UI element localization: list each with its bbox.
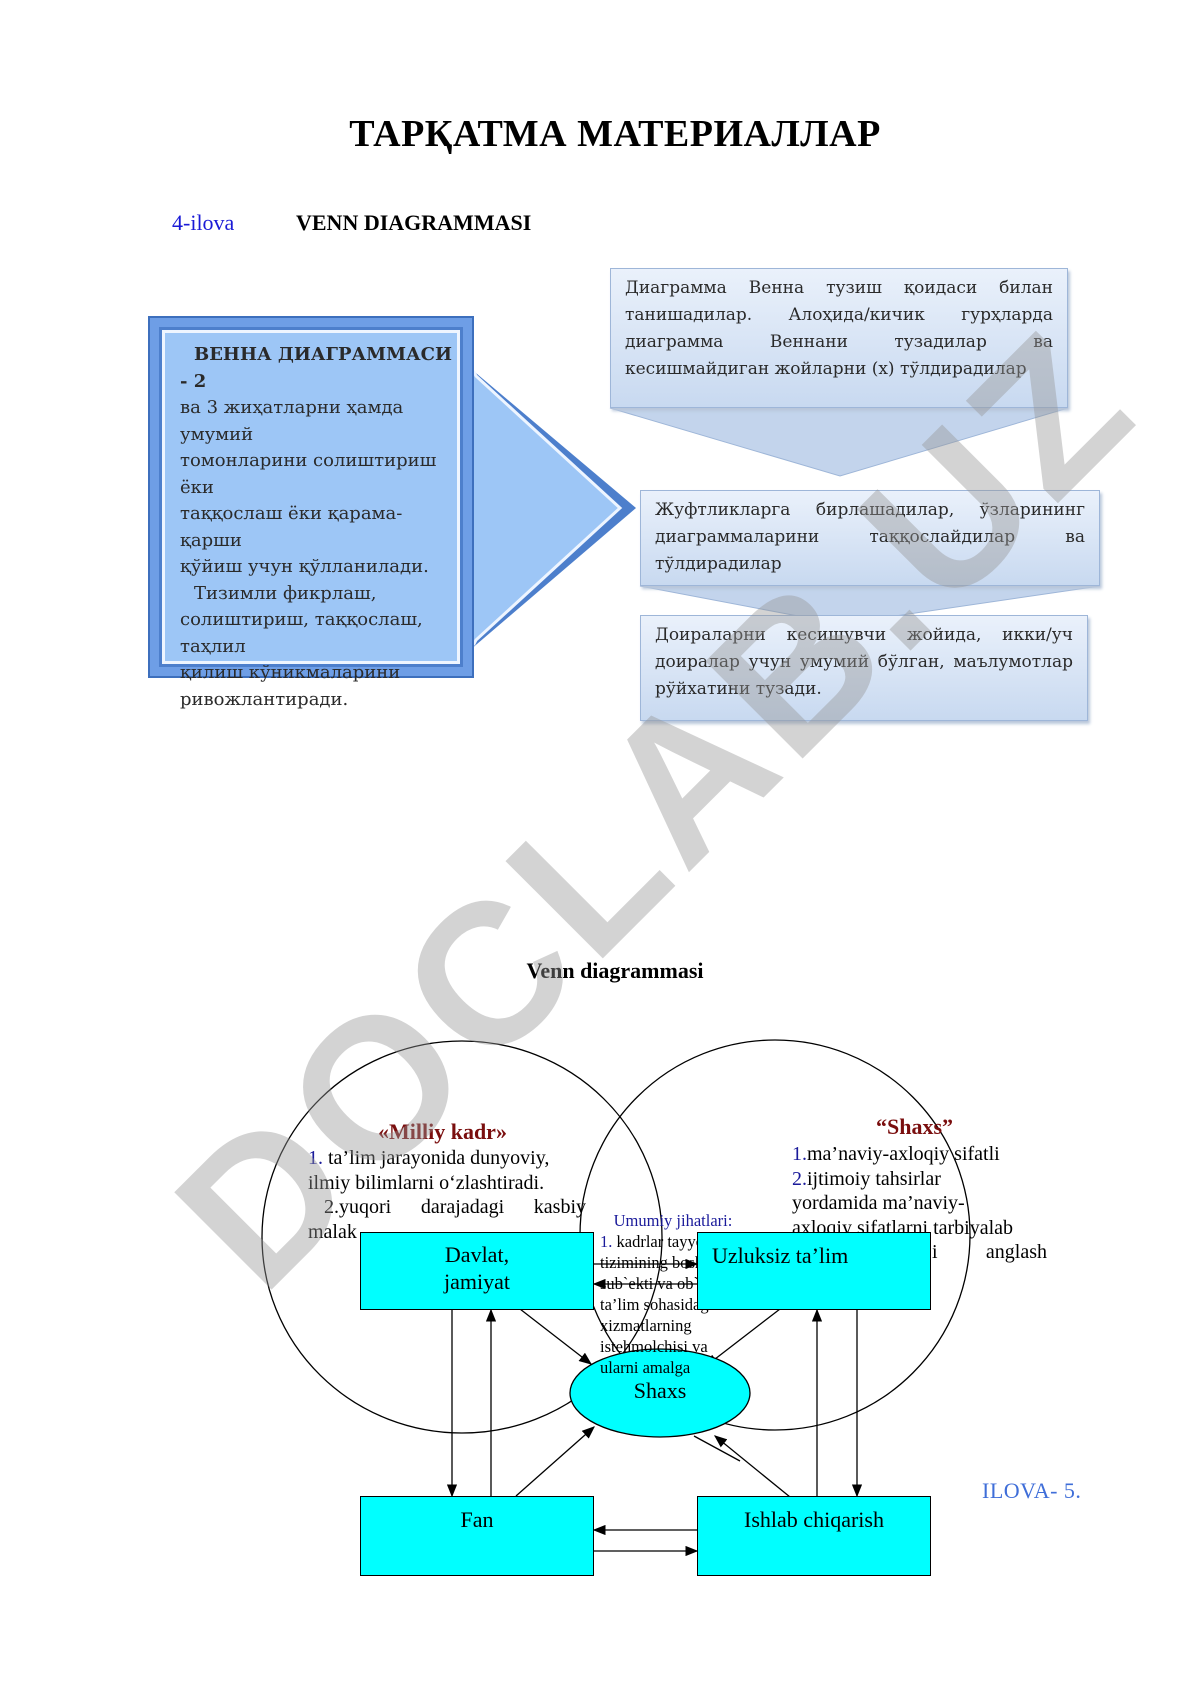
right-item-2-num: 2. <box>792 1167 807 1190</box>
state-node: Davlat, jamiyat <box>360 1232 594 1310</box>
flow-graphic <box>460 358 1101 660</box>
arrow-continuous-to-person <box>704 1308 781 1367</box>
left-item-1-line2: ilmiy bilimlarni o‘zlashtiradi. <box>308 1171 545 1194</box>
right-line-5-b: anglash <box>985 1241 1047 1263</box>
left-panel-line: қўйиш учун қўлланилади. <box>180 556 429 577</box>
left-item-2-line2: malak <box>308 1220 357 1243</box>
left-panel-text: ВЕННА ДИАГРАММАСИ - 2 ва 3 жиҳатларни ҳа… <box>180 342 452 713</box>
overlap-line: sub`ekti va ob`ekti <box>600 1274 724 1293</box>
left-item-1: 1. ta’lim jarayonida dunyoviy, <box>308 1146 588 1171</box>
right-item-1: 1.ma’naviy-axloqiy sifatli <box>792 1142 1047 1167</box>
page-title: ТАРҚАТМА МАТЕРИАЛЛАР <box>349 113 881 155</box>
left-panel-line: қилиш кўникмаларини <box>180 662 401 683</box>
left-panel-line: солиштириш, таққослаш, таҳлил <box>180 609 423 657</box>
right-line-3: yordamida ma’naviy- <box>792 1192 965 1214</box>
left-panel-inner <box>159 327 463 667</box>
step-box-2: Жуфтликларга бирлашадилар, ўзларининг ди… <box>640 490 1100 586</box>
overlap-line: ularni amalga <box>600 1358 691 1377</box>
production-node: Ishlab chiqarish <box>697 1496 931 1576</box>
left-circle-text: 1. ta’lim jarayonida dunyoviy, ilmiy bil… <box>308 1146 588 1244</box>
down-chevron-1 <box>609 407 1069 477</box>
connector-line <box>693 1435 741 1462</box>
step-box-3: Доираларни кесишувчи жойида, икки/уч дои… <box>640 615 1088 721</box>
right-circle-title: “Shaxs” <box>876 1114 954 1139</box>
down-chevron-2 <box>639 585 1101 625</box>
attachment-label: 4-ilova <box>172 210 235 235</box>
right-item-1-text: ma’naviy-axloqiy sifatli <box>807 1143 1000 1165</box>
left-panel-line: ВЕННА ДИАГРАММАСИ - 2 <box>180 344 453 392</box>
overlap-line: ta’lim sohasidagi <box>600 1295 714 1314</box>
right-line-5: i anglash <box>792 1240 1047 1265</box>
left-circle <box>261 1040 663 1434</box>
right-item-2-text: ijtimoiy tahsirlar <box>807 1167 941 1190</box>
person-node <box>569 1348 751 1438</box>
left-panel-line: ривожлантиради. <box>180 688 349 710</box>
arrow-production-to-person <box>713 1435 791 1498</box>
left-panel-line: ва 3 жиҳатларни ҳамда умумий <box>180 397 404 445</box>
continuous-education-node: Uzluksiz ta’lim <box>697 1232 931 1310</box>
overlap-line: istehmolchisi va <box>600 1337 708 1356</box>
venn-title: Venn diagrammasi <box>526 958 704 983</box>
left-panel-line: таққослаш ёки қарама-қарши <box>180 503 403 551</box>
right-line-5-a: i <box>932 1241 938 1263</box>
overlap-line: xizmatlarning <box>600 1316 692 1335</box>
science-node: Fan <box>360 1496 594 1576</box>
step-box-1: Диаграмма Венна тузиш қоидаси билан тани… <box>610 268 1068 408</box>
right-item-1-num: 1. <box>792 1143 807 1165</box>
left-panel-line: Тизимли фикрлаш, <box>194 582 377 604</box>
right-item-2: 2.ijtimoiy tahsirlar <box>792 1167 1047 1192</box>
next-attachment-label: ILOVA- 5. <box>982 1478 1082 1503</box>
left-item-1-text: ta’lim jarayonida dunyoviy, <box>323 1147 550 1169</box>
left-item-2: 2.yuqori darajadagi kasbiy <box>324 1196 586 1218</box>
person-node-label: Shaxs <box>633 1378 687 1403</box>
arrow-state-to-person <box>519 1308 593 1365</box>
section-heading: VENN DIAGRAMMASI <box>296 210 532 235</box>
overlap-text: Umumiy jihatlari: 1. kadrlar tayyorlash … <box>600 1210 746 1378</box>
left-item-1-num: 1. <box>308 1147 323 1169</box>
overlap-line: tizimining bosh <box>600 1253 704 1272</box>
overlap-title: Umumiy jihatlari: <box>613 1211 733 1230</box>
left-circle-title: «Milliy kadr» <box>378 1119 507 1144</box>
left-panel-line: томонларини солиштириш ёки <box>180 450 437 498</box>
arrow-science-to-person <box>515 1426 595 1497</box>
overlap-num: 1. <box>600 1232 613 1251</box>
